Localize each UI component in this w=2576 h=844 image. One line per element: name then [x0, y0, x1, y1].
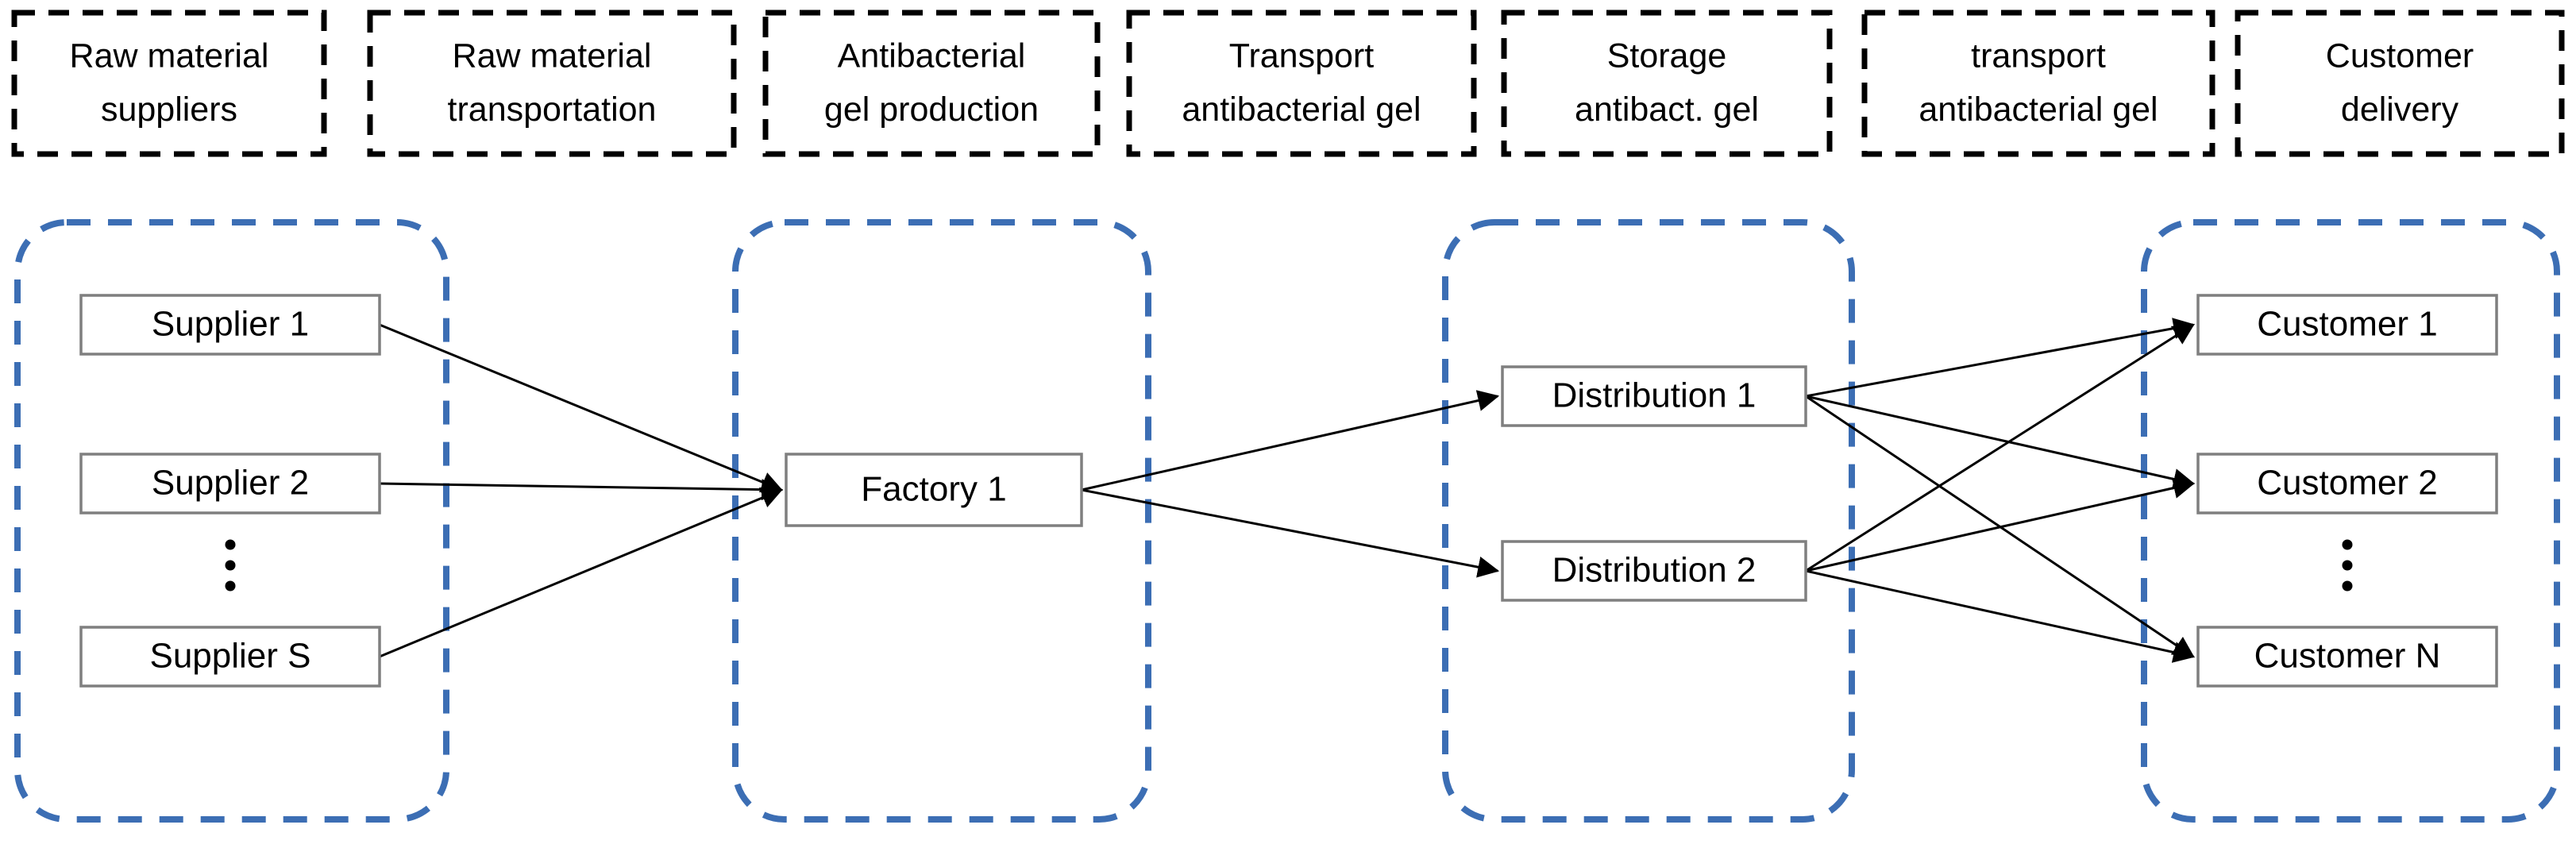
ellipsis-suppliers-dot-3	[225, 580, 236, 592]
stage-customer-delivery-box	[2235, 10, 2565, 157]
edge-distribution-2-to-customer-2	[1805, 477, 2196, 572]
group-customers	[2141, 219, 2560, 823]
stage-storage-antibact-gel-box	[1501, 10, 1833, 157]
edge-distribution-1-to-customer-1	[1805, 318, 2196, 398]
stage-raw-material-suppliers-box	[11, 10, 327, 157]
edge-distribution-2-to-customer-n	[1805, 569, 2196, 663]
stage-antibacterial-gel-production-line-2: gel production	[824, 91, 1039, 129]
stage-antibacterial-gel-production-line-1: Antibacterial	[838, 37, 1026, 75]
ellipsis-customers-dot-1	[2342, 539, 2353, 550]
node-supplier-1-label: Supplier 1	[152, 305, 309, 344]
stage-customer-delivery-line-2: delivery	[2341, 91, 2459, 129]
stage-raw-material-transportation-line-1: Raw material	[453, 37, 652, 75]
node-customer-1-box[interactable]	[2196, 294, 2498, 356]
stage-transport-antibacterial-gel-2: transport antibacterial gel	[1861, 10, 2215, 157]
stage-raw-material-suppliers: Raw material suppliers	[11, 10, 327, 157]
network-nodes: Supplier 1 Supplier 2 Supplier S Factory 1 D…	[79, 294, 2498, 688]
node-distribution-2[interactable]: Distribution 2	[1501, 540, 1807, 602]
stage-storage-antibact-gel-line-2: antibact. gel	[1575, 91, 1759, 129]
stage-transport-antibacterial-gel-line-2: antibacterial gel	[1182, 91, 1421, 129]
ellipsis-customers-dot-3	[2342, 580, 2353, 592]
stage-transport-antibacterial-gel: Transport antibacterial gel	[1126, 10, 1477, 157]
stage-customer-delivery-line-1: Customer	[2326, 37, 2474, 75]
stage-raw-material-suppliers-line-2: suppliers	[101, 91, 237, 129]
ellipsis-customers-dot-2	[2342, 560, 2353, 571]
stage-antibacterial-gel-production-box	[762, 10, 1101, 157]
stage-label-row: Raw material suppliers Raw material transpo…	[11, 10, 2565, 157]
edge-factory-1-to-distribution-2	[1081, 488, 1500, 578]
edge-factory-1-to-distribution-1	[1081, 390, 1500, 491]
stage-transport-antibacterial-gel-line-1: Transport	[1229, 37, 1374, 75]
node-customer-2-label: Customer 2	[2257, 464, 2437, 503]
node-customer-n-box[interactable]	[2196, 626, 2498, 688]
edge-supplier-2-to-factory-1	[379, 479, 784, 501]
node-distribution-1[interactable]: Distribution 1	[1501, 365, 1807, 427]
vertical-ellipses	[225, 539, 2353, 592]
node-customer-1-label: Customer 1	[2257, 305, 2437, 344]
stage-antibacterial-gel-production: Antibacterial gel production	[762, 10, 1101, 157]
stage-customer-delivery: Customer delivery	[2235, 10, 2565, 157]
edge-distribution-2-to-customer-1	[1805, 323, 2195, 572]
stage-storage-antibact-gel-line-1: Storage	[1607, 37, 1727, 75]
ellipsis-customers	[2342, 539, 2353, 592]
ellipsis-suppliers	[225, 539, 236, 592]
node-customer-n[interactable]: Customer N	[2196, 626, 2498, 688]
node-factory-1[interactable]: Factory 1	[785, 453, 1083, 527]
node-distribution-2-box[interactable]	[1501, 540, 1807, 602]
edge-supplier-s-to-factory-1	[379, 488, 783, 658]
node-supplier-2[interactable]: Supplier 2	[79, 453, 381, 514]
stage-transport-antibacterial-gel-2-line-1: transport	[1971, 37, 2106, 75]
node-customer-2[interactable]: Customer 2	[2196, 453, 2498, 514]
stage-raw-material-transportation-box	[367, 10, 737, 157]
node-distribution-1-label: Distribution 1	[1552, 376, 1757, 415]
group-distribution	[1442, 219, 1855, 823]
node-supplier-s-label: Supplier S	[149, 637, 310, 676]
node-distribution-2-label: Distribution 2	[1552, 551, 1757, 590]
node-customer-n-label: Customer N	[2254, 637, 2441, 676]
node-factory-1-box[interactable]	[785, 453, 1083, 527]
node-supplier-s-box[interactable]	[79, 626, 381, 688]
node-supplier-1-box[interactable]	[79, 294, 381, 356]
stage-raw-material-transportation: Raw material transportation	[367, 10, 737, 157]
node-supplier-1[interactable]: Supplier 1	[79, 294, 381, 356]
stage-group-containers	[14, 219, 2560, 823]
node-factory-1-label: Factory 1	[861, 470, 1006, 509]
node-supplier-s[interactable]: Supplier S	[79, 626, 381, 688]
flow-arrows	[379, 318, 2196, 663]
stage-transport-antibacterial-gel-2-box	[1861, 10, 2215, 157]
stage-raw-material-suppliers-line-1: Raw material	[70, 37, 269, 75]
edge-supplier-1-to-factory-1	[379, 323, 783, 493]
stage-transport-antibacterial-gel-2-line-2: antibacterial gel	[1919, 91, 2158, 129]
stage-transport-antibacterial-gel-box	[1126, 10, 1477, 157]
node-customer-2-box[interactable]	[2196, 453, 2498, 514]
ellipsis-suppliers-dot-1	[225, 539, 236, 550]
node-customer-1[interactable]: Customer 1	[2196, 294, 2498, 356]
stage-storage-antibact-gel: Storage antibact. gel	[1501, 10, 1833, 157]
node-distribution-1-box[interactable]	[1501, 365, 1807, 427]
group-suppliers	[14, 219, 449, 823]
ellipsis-suppliers-dot-2	[225, 560, 236, 571]
node-supplier-2-label: Supplier 2	[152, 464, 309, 503]
group-factories	[732, 219, 1151, 823]
edge-distribution-1-to-customer-2	[1805, 395, 2196, 490]
stage-raw-material-transportation-line-2: transportation	[448, 91, 657, 129]
node-supplier-2-box[interactable]	[79, 453, 381, 514]
